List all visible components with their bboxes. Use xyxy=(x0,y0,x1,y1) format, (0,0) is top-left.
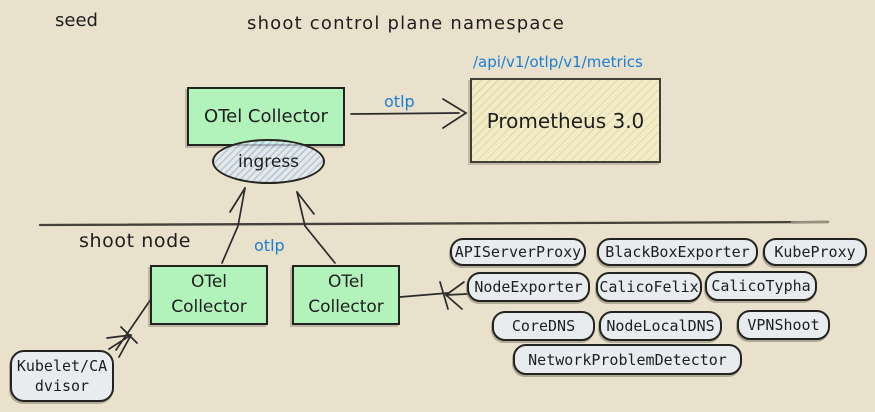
otel-collector-shoot-left-line1: OTel xyxy=(190,271,228,292)
exporter-vpnshoot: VPNShoot xyxy=(737,310,830,340)
otlp-arrow-label-seed: otlp xyxy=(384,92,415,111)
kubelet-cadvisor-line1: Kubelet/CA xyxy=(16,356,108,375)
exporter-nodeexporter: NodeExporter xyxy=(467,272,590,302)
exporter-networkproblemdetector: NetworkProblemDetector xyxy=(513,344,742,375)
exporter-calicofelix: CalicoFelix xyxy=(596,272,702,302)
arrow-collector-left-to-ingress xyxy=(221,187,246,264)
kubelet-cadvisor-box: Kubelet/CA dvisor xyxy=(10,350,114,402)
prometheus-label: Prometheus 3.0 xyxy=(486,108,645,133)
otel-collector-shoot-left-box: OTel Collector xyxy=(150,265,268,325)
kubelet-cadvisor-line2: dvisor xyxy=(34,377,90,395)
exporter-apiserverproxy: APIServerProxy xyxy=(450,238,586,266)
seed-zone-label: seed xyxy=(55,10,98,31)
arrow-kubelet-to-collector xyxy=(106,298,152,358)
exporter-coredns: CoreDNS xyxy=(492,311,595,341)
arrow-collector-right-to-ingress xyxy=(296,191,336,264)
arrow-exporters-to-collector xyxy=(399,281,468,310)
otel-collector-shoot-left-line2: Collector xyxy=(171,297,247,317)
control-plane-zone-label: shoot control plane namespace xyxy=(247,13,566,34)
arrow-otlp-seed xyxy=(350,98,468,129)
otel-collector-seed-label: OTel Collector xyxy=(204,106,328,127)
exporter-nodelocaldns: NodeLocalDNS xyxy=(599,311,722,341)
shoot-node-zone-label: shoot node xyxy=(79,230,192,252)
otel-collector-shoot-right-line1: OTel xyxy=(327,271,365,292)
otlp-arrow-label-shoot: otlp xyxy=(254,236,285,255)
otel-collector-shoot-right-line2: Collector xyxy=(308,297,384,317)
exporter-blackboxexporter: BlackBoxExporter xyxy=(597,238,758,266)
exporter-calicotypha: CalicoTypha xyxy=(705,271,817,301)
seed-shoot-divider-line xyxy=(38,220,830,227)
prometheus-endpoint-label: /api/v1/otlp/v1/metrics xyxy=(473,53,643,71)
ingress-ellipse: ingress xyxy=(212,139,325,184)
ingress-label: ingress xyxy=(237,151,300,172)
otel-collector-shoot-right-box: OTel Collector xyxy=(292,265,400,325)
exporter-kubeproxy: KubeProxy xyxy=(763,238,867,266)
otel-collector-seed-box: OTel Collector xyxy=(187,87,345,146)
prometheus-box: Prometheus 3.0 xyxy=(470,78,661,163)
